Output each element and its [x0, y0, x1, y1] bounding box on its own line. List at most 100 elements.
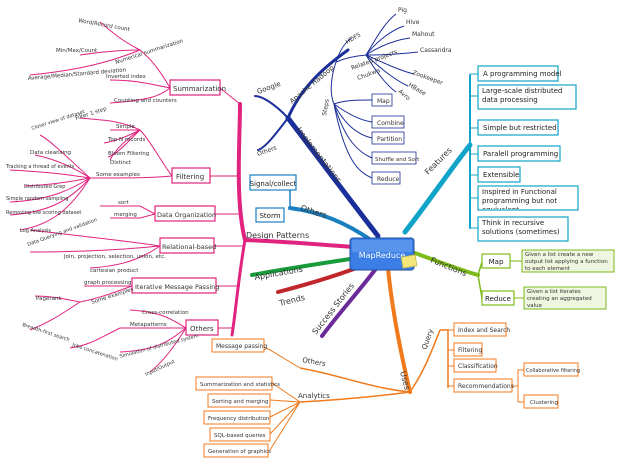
- branch-implementations-up: [286, 48, 350, 120]
- uses-recommendation-item[interactable]: Clustering: [530, 400, 558, 406]
- impl-related-item[interactable]: Pig: [398, 7, 407, 14]
- impl-chukwa[interactable]: Chukwa: [356, 67, 381, 82]
- dp-others-item[interactable]: Input/Output: [144, 359, 176, 378]
- label-implementations[interactable]: Implementations: [294, 126, 343, 185]
- impl-others[interactable]: Others: [256, 144, 277, 157]
- feature-item[interactable]: Large-scale distributed data processing: [482, 87, 563, 104]
- dp-filter-example[interactable]: Tracking a thread of events: [5, 164, 75, 170]
- impl-hdfs[interactable]: HDFS: [345, 31, 363, 45]
- feature-item[interactable]: Simple but restricted: [483, 124, 557, 132]
- design-patterns-group: Summarization Filtering Data Organizatio…: [5, 18, 244, 378]
- dp-others-item[interactable]: Metapatterns: [130, 322, 167, 328]
- dp-filter-example[interactable]: Log Analysis: [20, 228, 52, 234]
- impl-related-item[interactable]: Avro: [397, 88, 412, 102]
- branch-implementations-others: [257, 117, 289, 151]
- others-signal-collect[interactable]: Signal/collect: [250, 180, 297, 188]
- dp-filter-example[interactable]: Distributed Grep: [24, 184, 65, 190]
- uses-query-item[interactable]: Filtering: [458, 347, 482, 354]
- uses-analytics-item[interactable]: Summarization and statistics: [200, 382, 280, 388]
- dp-others-item[interactable]: Jobs concatenation: [70, 342, 118, 363]
- dp-filter-example[interactable]: Removing low scoring dataset: [6, 210, 81, 216]
- dp-others-item[interactable]: Cross-correlation: [142, 310, 189, 316]
- feature-item[interactable]: Think in recursive solutions (sometimes): [482, 219, 560, 236]
- dp-inverted-index[interactable]: Inverted index: [106, 74, 147, 80]
- feature-item[interactable]: Paralell programming: [483, 150, 558, 158]
- dp-numerical-item[interactable]: Word/Record count: [78, 18, 131, 33]
- impl-step[interactable]: Shuffle and Sort: [375, 157, 420, 163]
- uses-others[interactable]: Others: [302, 356, 327, 368]
- dp-data-organization[interactable]: Data Organization: [157, 211, 216, 219]
- branch-functions: [410, 250, 480, 277]
- dp-data-org-item[interactable]: sort: [118, 200, 129, 206]
- label-uses[interactable]: Uses: [398, 370, 412, 391]
- impl-steps[interactable]: Steps: [321, 99, 331, 117]
- uses-group: Query Index and Search Filtering Classif…: [195, 322, 580, 458]
- uses-query-item[interactable]: Classification: [458, 363, 498, 370]
- center-node[interactable]: MapReduce: [349, 237, 418, 271]
- impl-step[interactable]: Combine: [377, 120, 404, 127]
- label-design-patterns[interactable]: Design Patterns: [246, 231, 309, 240]
- dp-filter-simple[interactable]: Distinct: [110, 160, 132, 166]
- label-others-top[interactable]: Others: [299, 203, 327, 220]
- feature-item[interactable]: A programming model: [483, 70, 562, 78]
- function-reduce[interactable]: Reduce: [485, 295, 511, 303]
- uses-recommendation-item[interactable]: Collaborative filtering: [526, 368, 580, 374]
- uses-analytics-item[interactable]: Frequency distribution: [208, 416, 270, 422]
- uses-message-passing[interactable]: Message passing: [216, 343, 267, 350]
- dp-counting[interactable]: Counting and counters: [114, 98, 177, 104]
- impl-related-item[interactable]: Mahout: [412, 31, 435, 38]
- impl-apache-hadoop[interactable]: Apache Hadoop: [288, 63, 336, 105]
- dp-filter-simple[interactable]: Top N records: [107, 137, 145, 143]
- dp-summarization[interactable]: Summarization: [173, 85, 226, 93]
- branch-uses: [386, 266, 412, 394]
- impl-step[interactable]: Partition: [377, 136, 402, 143]
- dp-relational[interactable]: Relational-based: [162, 243, 216, 251]
- dp-iter-examples[interactable]: Some examples: [91, 287, 135, 306]
- dp-numerical[interactable]: Numerical summarization: [115, 38, 185, 66]
- dp-relational-item[interactable]: Join, projection, selection, union, etc.: [63, 254, 166, 260]
- dp-others[interactable]: Others: [190, 325, 214, 333]
- dp-filter-example[interactable]: Simple random sampling: [6, 196, 68, 202]
- feature-item[interactable]: Inspired in Functional programming but n…: [482, 188, 558, 209]
- uses-query-item[interactable]: Index and Search: [458, 327, 510, 334]
- branch-others-top: [288, 206, 376, 244]
- label-functions[interactable]: Functions: [429, 256, 468, 279]
- dp-some-examples[interactable]: Some examples: [96, 172, 140, 178]
- uses-query-item[interactable]: Recommendations: [458, 383, 514, 390]
- others-storm[interactable]: Storm: [259, 212, 280, 220]
- function-map[interactable]: Map: [489, 258, 504, 266]
- uses-analytics-item[interactable]: SQL-based queries: [214, 433, 266, 439]
- dp-iter-item[interactable]: Pagerank: [36, 296, 62, 302]
- dp-relational-item[interactable]: cartesian product: [90, 268, 139, 274]
- dp-filter-simple[interactable]: Simple: [116, 124, 135, 130]
- dp-numerical-item[interactable]: Min/Max/Count: [56, 48, 98, 54]
- uses-analytics-item[interactable]: Sorting and merging: [212, 399, 269, 405]
- branch-implementations: [285, 115, 381, 239]
- features-group: A programming model Large-scale distribu…: [470, 65, 579, 242]
- dp-filtering[interactable]: Filtering: [176, 173, 204, 181]
- impl-related-item[interactable]: Cassandra: [420, 47, 452, 54]
- dp-data-org-item[interactable]: merging: [114, 212, 137, 218]
- branch-implementations-google: [254, 95, 289, 119]
- label-success-stories[interactable]: Success Stories: [310, 281, 356, 336]
- impl-related-item[interactable]: Hive: [406, 19, 420, 26]
- feature-item[interactable]: Extensible: [483, 171, 519, 179]
- uses-analytics[interactable]: Analytics: [298, 392, 330, 400]
- dp-filter-simple[interactable]: Bloom Filtering: [108, 151, 149, 157]
- impl-google[interactable]: Google: [256, 80, 282, 96]
- dp-iterative[interactable]: Iterative Message Passing: [135, 283, 219, 291]
- impl-step[interactable]: Reduce: [377, 176, 400, 183]
- dp-graph-processing[interactable]: graph processing: [84, 280, 132, 286]
- impl-step[interactable]: Map: [377, 98, 390, 105]
- others-top-group: Signal/collect Storm: [249, 174, 297, 223]
- uses-analytics-item[interactable]: Generation of graphics: [208, 449, 271, 455]
- dp-filter-example[interactable]: Data cleansing: [30, 150, 71, 156]
- label-trends[interactable]: Trends: [277, 293, 305, 308]
- label-applications[interactable]: Applications: [254, 265, 304, 282]
- dp-iter-item[interactable]: Breadth-first search: [21, 322, 70, 343]
- dp-others-item[interactable]: Simulation of distributed system: [119, 333, 199, 360]
- branch-success: [320, 264, 380, 338]
- functions-group: Map Given a list create a new output lis…: [477, 249, 615, 310]
